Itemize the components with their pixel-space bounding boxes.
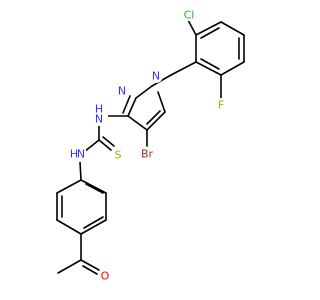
bond [127,97,137,117]
bond [195,21,222,36]
bond [80,219,107,235]
atom-label: O [101,270,110,283]
bond [98,139,112,151]
atom-cl: Cl [179,8,199,22]
bond [146,110,161,125]
atom-label: H [95,103,103,116]
bond [82,265,98,275]
atom-o: O [98,269,112,283]
atom-label: Cl [184,9,195,22]
bond [79,161,82,181]
atom-f: F [214,98,228,112]
bond [56,179,82,194]
atom-label: F [218,99,224,112]
molecule-structure: N N Cl F Br H N H N S [56,8,245,283]
bond [170,61,197,76]
bond [146,111,166,131]
bond [157,91,166,113]
atom-s: S [111,148,125,162]
atom-label: N [77,148,85,161]
atom-n-pyrazole-1: N [149,69,163,83]
bond [80,259,100,271]
bond-layer [56,19,245,275]
bond [151,74,172,87]
atom-label: N [95,113,103,126]
bond [85,183,104,194]
bond [83,139,100,153]
bond [122,95,131,114]
bond [220,61,245,76]
atom-label: H [70,148,78,161]
bond [135,85,153,99]
bond [220,21,245,36]
atom-br: Br [137,147,157,161]
bond [195,61,222,76]
atom-label: S [115,149,122,162]
bond [80,179,107,194]
bond [187,19,197,36]
bond [127,115,148,131]
bond [200,58,220,70]
bond [200,27,220,39]
bond [56,219,82,235]
atom-label-layer: N N Cl F Br H N H N S [70,8,228,283]
atom-label: Br [141,148,154,161]
bond [102,136,115,147]
atom-label: N [118,85,126,98]
bond [83,216,104,229]
atom-n-pyrazole-2: N [115,84,129,98]
atom-nh-lower: H N [70,147,86,162]
bond [57,259,82,274]
atom-label: N [152,70,160,83]
atom-nh-upper: H N [92,103,108,126]
